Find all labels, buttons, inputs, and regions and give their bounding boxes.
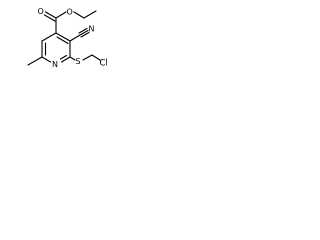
triple-bond-line-1 — [79, 29, 89, 36]
ring-nitrogen-label: N — [52, 60, 58, 69]
ring-bond-c4-c3-double — [56, 36, 69, 45]
bond-sulfur-ch2 — [82, 54, 93, 61]
nitrile-group — [69, 27, 90, 42]
bond-ethyl-ch2-ch3 — [83, 10, 97, 19]
chemical-structure-diagram: O O N N S Cl — [27, 7, 108, 69]
bond-c3-nitrile-carbon — [69, 34, 81, 42]
methyl-group — [27, 56, 43, 66]
ring-bond-c5-c4 — [41, 32, 57, 42]
bond-c2-sulfur — [69, 56, 76, 61]
triple-bond-line-3 — [80, 31, 90, 38]
ring-bond-c2-n1-double — [59, 54, 68, 60]
bond-carbonyl-double-2 — [43, 14, 56, 22]
nitrile-nitrogen-label: N — [89, 25, 95, 34]
bond-carbonyl-double — [44, 11, 57, 19]
bond-ester-oxygen-ch2 — [73, 11, 85, 19]
pyridine-ring — [41, 32, 71, 63]
ester-oxygen-label: O — [67, 8, 73, 17]
ring-bond-n1-c6 — [41, 56, 52, 63]
carbonyl-oxygen-label: O — [38, 7, 44, 16]
bond-ch2-chlorine — [91, 54, 101, 61]
triple-bond-line-2 — [78, 27, 88, 34]
bond-carbonyl-ester-oxygen — [55, 11, 67, 19]
ring-bond-c4-c3 — [55, 32, 71, 42]
ester-group — [43, 10, 97, 34]
chloromethylthio-group — [69, 54, 101, 61]
bond-c6-methyl — [27, 56, 43, 66]
chlorine-label: Cl — [100, 59, 108, 69]
ring-bond-c2-n1 — [60, 56, 71, 63]
sulfur-label: S — [76, 57, 81, 66]
